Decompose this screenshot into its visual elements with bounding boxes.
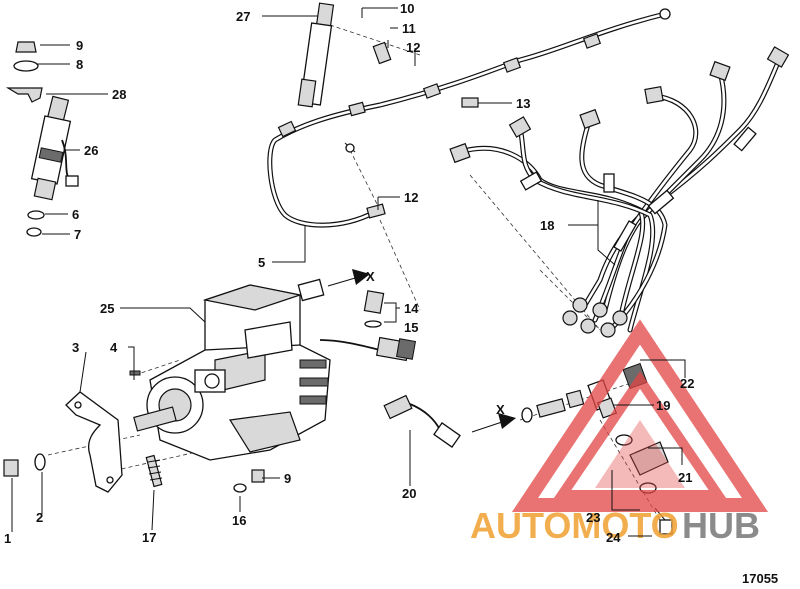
part-label-23: 23 <box>586 510 600 525</box>
part-label-8: 8 <box>76 57 83 72</box>
bracket-3 <box>65 391 123 493</box>
watermark-text-secondary: HUB <box>682 505 760 546</box>
part-label-27: 27 <box>236 9 250 24</box>
leader-lines <box>11 7 686 537</box>
sensor-14 <box>363 290 385 328</box>
part-label-28: 28 <box>112 87 126 102</box>
injector-upper <box>297 2 335 108</box>
part-label-17: 17 <box>142 530 156 545</box>
arrow-label-x-top: X <box>366 269 375 284</box>
fasteners <box>3 370 265 493</box>
part-label-14: 14 <box>404 301 419 316</box>
part-label-25: 25 <box>100 301 114 316</box>
sensor-20 <box>383 394 461 448</box>
arrow-label-x-bottom: X <box>496 402 505 417</box>
watermark-logo <box>511 319 769 512</box>
part-label-12-mid: 12 <box>404 190 418 205</box>
part-label-12-top: 12 <box>406 40 420 55</box>
watermark-text-primary: AUTOMOTO <box>470 505 679 546</box>
part-label-24: 24 <box>606 530 621 545</box>
part-label-2: 2 <box>36 510 43 525</box>
fuel-line-harness-18 <box>449 46 790 338</box>
part-label-5: 5 <box>258 255 265 270</box>
part-label-15: 15 <box>404 320 418 335</box>
part-label-4: 4 <box>110 340 118 355</box>
part-label-7: 7 <box>74 227 81 242</box>
direction-arrows <box>327 269 516 433</box>
part-label-10: 10 <box>400 1 414 16</box>
part-label-11: 11 <box>402 21 416 36</box>
part-label-1: 1 <box>4 531 11 546</box>
part-label-3: 3 <box>72 340 79 355</box>
part-label-13: 13 <box>516 96 530 111</box>
part-label-21: 21 <box>678 470 692 485</box>
injection-pump-25 <box>133 278 417 461</box>
part-label-22: 22 <box>680 376 694 391</box>
figure-number: 17055 <box>742 571 778 586</box>
part-label-20: 20 <box>402 486 416 501</box>
part-label-18: 18 <box>540 218 554 233</box>
part-label-9-bottom: 9 <box>284 471 291 486</box>
part-label-19: 19 <box>656 398 670 413</box>
part-label-9-top: 9 <box>76 38 83 53</box>
part-label-26: 26 <box>84 143 98 158</box>
part-label-6: 6 <box>72 207 79 222</box>
part-label-16: 16 <box>232 513 246 528</box>
injector-nozzle-left <box>5 41 79 237</box>
part-labels: 1 2 3 4 5 6 7 8 9 9 10 11 12 12 13 14 15… <box>4 1 778 586</box>
fuel-line-5 <box>267 8 671 228</box>
